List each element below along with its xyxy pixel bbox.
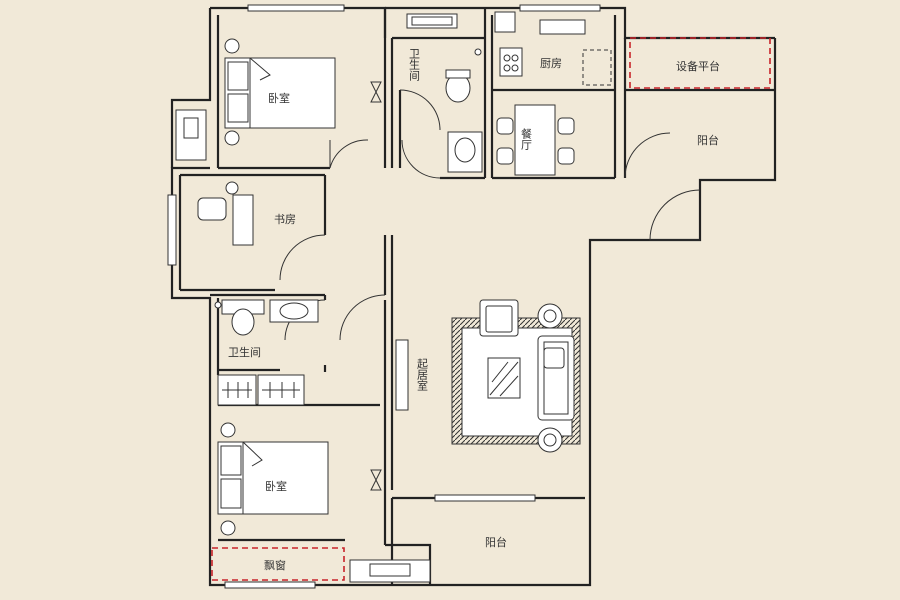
label-bay-window: 飘窗	[264, 558, 286, 572]
label-bathroom-mid: 卫生间	[228, 345, 261, 359]
label-balcony-top: 阳台	[697, 133, 719, 147]
equipment-platform-outline	[629, 37, 771, 89]
label-study: 书房	[274, 213, 296, 226]
label-balcony-bottom: 阳台	[485, 535, 507, 549]
ac-unit-bottom	[349, 559, 431, 583]
label-bedroom-top: 卧室	[268, 91, 290, 105]
bed-bottom	[217, 422, 329, 536]
door-markers	[370, 81, 382, 491]
bed-top	[224, 38, 336, 146]
label-bedroom-bottom: 卧室	[265, 479, 287, 493]
bay-window-outline	[211, 547, 345, 581]
windows	[167, 4, 601, 589]
label-equipment-platform: 设备平台	[676, 59, 720, 73]
label-living-room: 起居室	[416, 358, 429, 391]
bathroom-top-fixtures	[406, 13, 483, 173]
cabinet-west	[175, 109, 207, 161]
label-kitchen: 厨房	[540, 57, 562, 70]
study-desk	[197, 181, 254, 246]
coffee-table	[487, 357, 521, 399]
bathroom-mid-fixtures	[214, 299, 319, 336]
dining-table	[496, 104, 575, 176]
label-bathroom-top: 卫生间	[408, 48, 421, 82]
kitchen-fixtures	[494, 11, 612, 86]
sofa	[537, 335, 575, 421]
wardrobes	[217, 374, 305, 406]
doors	[279, 89, 701, 341]
side-tables	[537, 303, 563, 453]
armchair	[479, 299, 519, 337]
tv-cabinet	[395, 339, 409, 411]
room-labels: 卧室 卫生间 厨房 设备平台 餐厅 阳台 书房 卫生间 起居室 卧室 飘窗 阳台	[228, 48, 720, 572]
label-dining: 餐厅	[520, 127, 533, 150]
